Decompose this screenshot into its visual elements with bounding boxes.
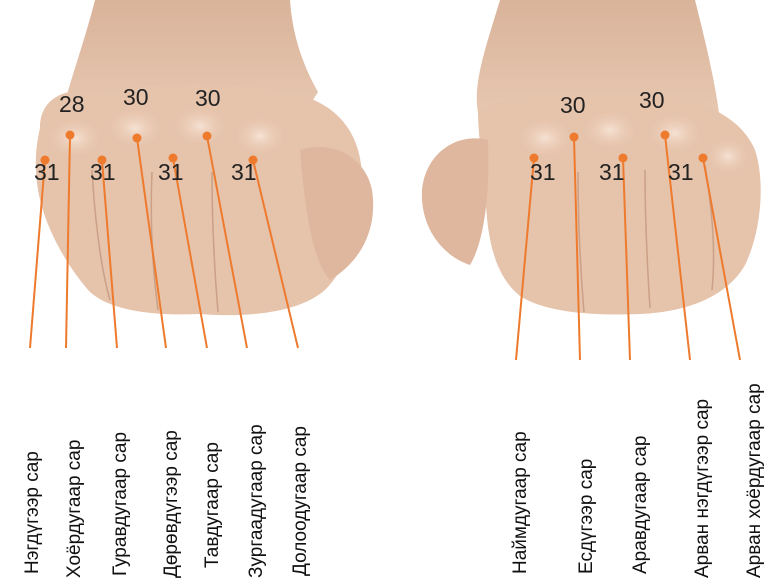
days-label-month-3: 31: [90, 159, 116, 185]
month-label-4: Дөрөвдүгээр сар: [161, 430, 182, 578]
month-label-3: Гуравдугаар сар: [110, 432, 131, 576]
knuckle-dot-month-2: [66, 131, 75, 140]
month-label-12: Арван хоёрдугаар сар: [744, 383, 765, 578]
month-label-11: Арван нэгдүгээр сар: [692, 399, 713, 578]
days-label-month-1: 31: [34, 159, 60, 185]
month-label-7: Долоодугаар сар: [290, 426, 311, 576]
days-label-month-7: 31: [231, 159, 257, 185]
right-knuckle-highlight-2: [582, 112, 638, 152]
month-label-2: Хоёрдугаар сар: [64, 440, 85, 578]
days-label-month-2: 28: [59, 91, 85, 117]
knuckle-dot-month-12: [699, 154, 708, 163]
month-label-9: Есдүгээр сар: [576, 459, 597, 574]
knuckle-dot-month-6: [203, 132, 212, 141]
knuckle-dot-month-9: [570, 133, 579, 142]
days-label-month-9: 30: [560, 92, 586, 118]
knuckle-dot-month-11: [661, 131, 670, 140]
days-label-month-11: 30: [639, 87, 665, 113]
right-knuckle-highlight-4: [706, 140, 750, 176]
leader-line-month-1: [30, 160, 45, 348]
left-fist-image: [36, 0, 373, 315]
days-label-month-6: 30: [195, 85, 221, 111]
left-knuckle-highlight-4: [234, 118, 286, 158]
month-label-1: Нэгдүгээр сар: [22, 451, 43, 574]
month-label-8: Наймдугаар сар: [510, 431, 531, 574]
right-knuckle-highlight-3: [647, 115, 703, 155]
right-thumb: [422, 138, 489, 265]
days-label-month-8: 31: [530, 159, 556, 185]
knuckle-dot-month-4: [133, 134, 142, 143]
days-label-month-5: 31: [158, 159, 184, 185]
days-label-month-4: 30: [123, 84, 149, 110]
left-knuckle-highlight-1: [47, 120, 103, 160]
left-knuckle-highlight-3: [172, 108, 228, 148]
days-label-month-10: 31: [599, 159, 625, 185]
right-fist-image: [422, 0, 761, 314]
month-label-5: Тавдугаар сар: [202, 442, 223, 568]
days-label-month-12: 31: [668, 159, 694, 185]
month-label-10: Аравдугаар сар: [630, 436, 651, 574]
left-knuckle-highlight-2: [107, 110, 163, 150]
right-knuckle-highlight-1: [517, 120, 573, 160]
month-label-6: Зургаадугаар сар: [246, 424, 267, 578]
